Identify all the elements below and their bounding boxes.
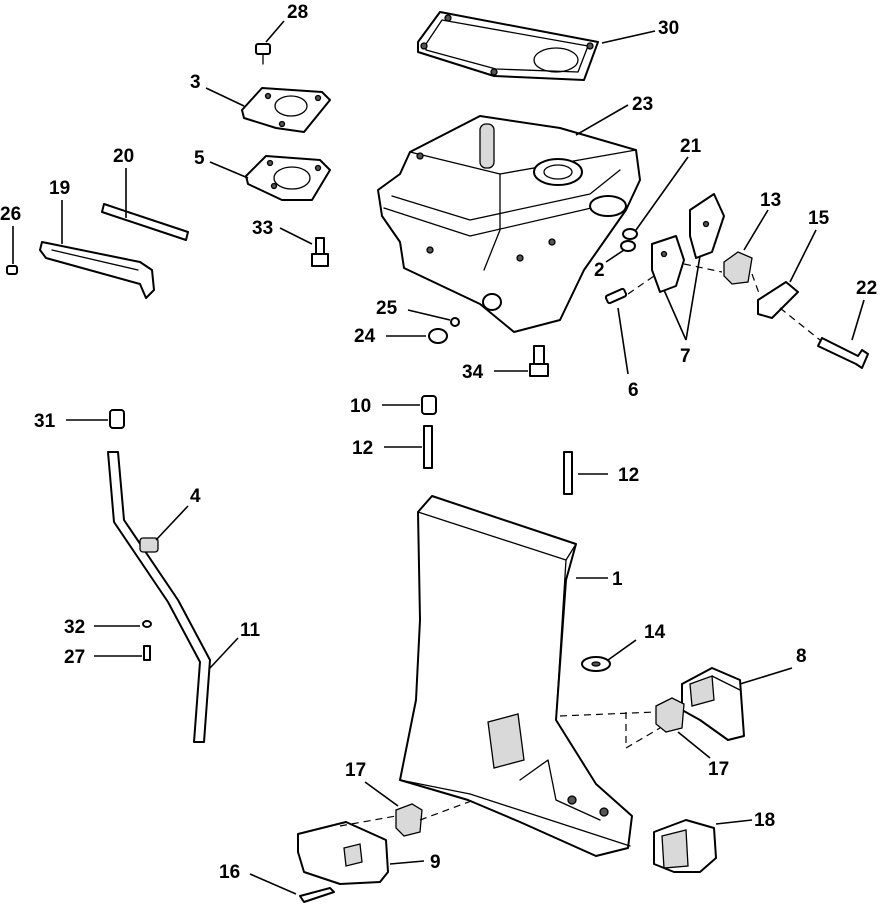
callout-30: 30: [658, 18, 679, 39]
part-14-grommet: [581, 656, 611, 672]
part-13-rubber-block: [723, 251, 753, 285]
part-32-nut: [142, 620, 152, 628]
part-8-mount: [681, 667, 745, 741]
leader-lines: [12, 20, 865, 895]
callout-21: 21: [680, 136, 702, 157]
part-4-clip: [139, 537, 159, 553]
callout-23: 23: [632, 94, 653, 115]
callout-17-left: 17: [345, 760, 366, 781]
callout-16: 16: [219, 862, 240, 883]
part-7-brackets: [651, 193, 725, 293]
part-12-stud-upper: [423, 425, 433, 469]
part-27-screw: [143, 645, 151, 661]
callout-17-right: 17: [708, 759, 729, 780]
callout-34: 34: [462, 362, 484, 383]
callout-4: 4: [190, 486, 201, 507]
callout-12-upper: 12: [352, 438, 373, 459]
callout-labels: 28 30 3 23 20 5 21 19 26 33 13 15 2 22 2…: [0, 2, 877, 883]
callout-18: 18: [754, 810, 775, 831]
callout-27: 27: [64, 647, 85, 668]
callout-22: 22: [856, 278, 877, 299]
callout-33: 33: [252, 218, 273, 239]
callout-1: 1: [612, 569, 623, 590]
callout-3: 3: [190, 72, 201, 93]
part-26-screw: [6, 265, 18, 275]
part-20-rod: [101, 203, 189, 241]
part-21-washers: [620, 228, 638, 252]
callout-5: 5: [194, 148, 205, 169]
part-19-strap: [39, 241, 155, 299]
callout-13: 13: [760, 190, 781, 211]
callout-7: 7: [680, 346, 691, 367]
part-31-grommet: [109, 409, 125, 429]
callout-14: 14: [644, 622, 666, 643]
callout-8: 8: [796, 646, 807, 667]
part-22-bolt: [817, 337, 869, 369]
part-5-gasket: [245, 155, 331, 201]
part-25-washer: [450, 317, 460, 327]
part-28-screw: [255, 43, 271, 65]
callout-20: 20: [113, 146, 134, 167]
callout-12-lower: 12: [618, 465, 639, 486]
part-6-screw: [604, 287, 628, 305]
callout-2: 2: [594, 260, 605, 281]
callout-15: 15: [808, 208, 830, 229]
callout-10: 10: [350, 396, 371, 417]
callout-6: 6: [628, 380, 639, 401]
part-34-fitting: [529, 345, 549, 377]
part-3-cover: [241, 87, 331, 133]
part-30-gasket: [417, 11, 599, 81]
callout-11: 11: [240, 620, 261, 641]
part-23-adapter-housing: [377, 115, 641, 333]
callout-32: 32: [64, 617, 85, 638]
part-12-stud-lower: [563, 451, 573, 495]
part-9-cover: [297, 821, 389, 885]
callout-31: 31: [34, 411, 56, 432]
part-16-screw: [299, 887, 335, 903]
callout-9: 9: [430, 852, 441, 873]
part-33-bolt: [311, 237, 329, 267]
part-17-rubber-block-right: [655, 697, 685, 733]
part-17-rubber-block-left: [395, 803, 423, 837]
callout-24: 24: [354, 326, 376, 347]
part-10-bushing: [421, 395, 437, 415]
callout-28: 28: [287, 2, 308, 23]
callout-26: 26: [0, 204, 21, 225]
callout-25: 25: [376, 298, 398, 319]
part-24-plug: [428, 328, 448, 344]
part-18-mount: [653, 819, 717, 873]
part-15-plate: [757, 281, 799, 319]
callout-19: 19: [49, 178, 70, 199]
part-1-drive-shaft-housing: [399, 495, 633, 857]
assembly-lines: [339, 263, 821, 827]
part-11-water-tube: [107, 451, 211, 743]
